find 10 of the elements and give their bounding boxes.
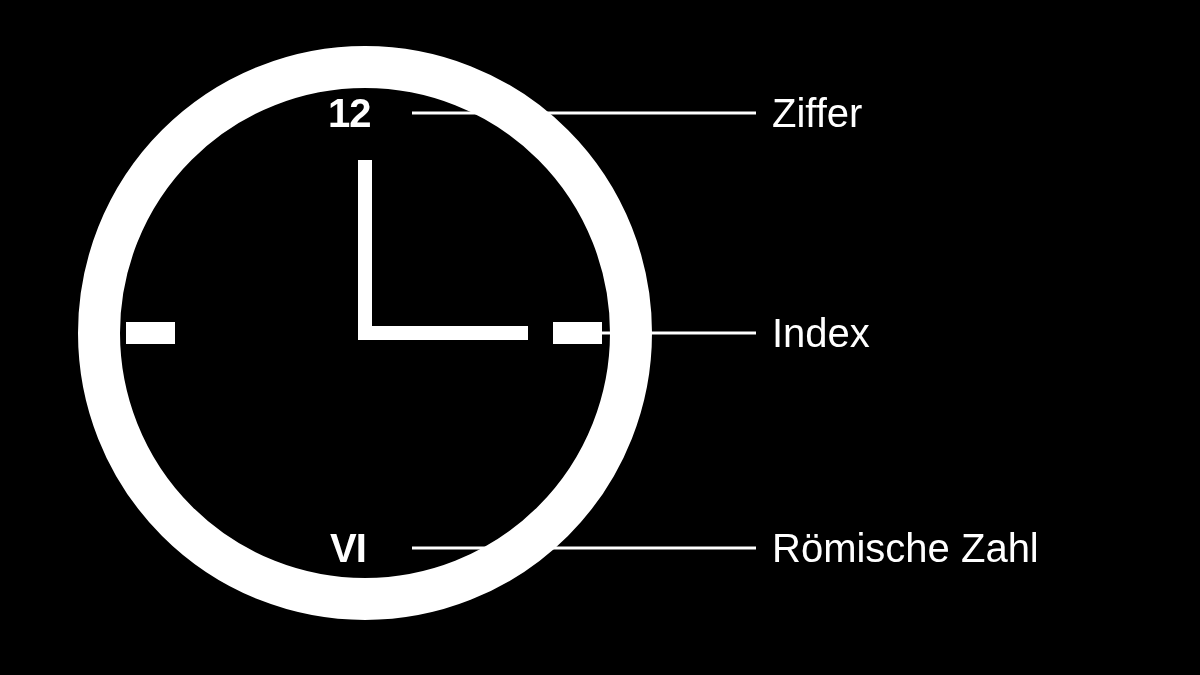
callout-label: Römische Zahl (771, 525, 1040, 572)
index-mark (553, 322, 602, 344)
callout-label: Index (771, 310, 871, 357)
dial-numeral: 12 (328, 90, 372, 136)
leader-line (412, 111, 756, 115)
callout-label: Ziffer (771, 90, 864, 137)
leader-line (412, 546, 756, 550)
leader-line (602, 331, 756, 335)
dial-numeral: VI (330, 525, 367, 571)
index-mark (126, 322, 175, 344)
